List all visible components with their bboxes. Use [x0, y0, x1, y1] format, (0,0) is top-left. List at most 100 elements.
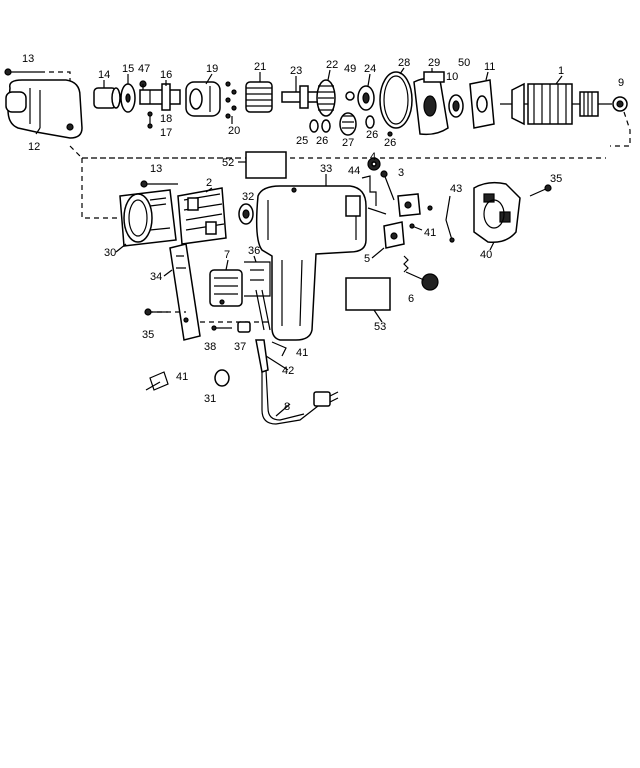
- callout-10: 10: [446, 71, 458, 83]
- callout-26b: 26: [366, 129, 378, 141]
- callout-6: 6: [408, 293, 414, 305]
- assembly-guide-lines: [69, 145, 606, 219]
- ball-bearings-icon: [225, 81, 237, 119]
- callout-12: 12: [28, 141, 40, 153]
- brush-holder-icon: [397, 193, 421, 217]
- callout-49: 49: [344, 63, 356, 75]
- nameplate-icon: [245, 151, 287, 179]
- callout-15: 15: [122, 63, 134, 75]
- callout-13a: 13: [22, 53, 34, 65]
- callout-20: 20: [228, 125, 240, 137]
- callout-32: 32: [242, 191, 254, 203]
- callout-41b: 41: [296, 347, 308, 359]
- callout-38: 38: [204, 341, 216, 353]
- callout-18: 18: [160, 113, 172, 125]
- callout-53: 53: [374, 321, 386, 333]
- field-coil-icon: [177, 187, 227, 245]
- spring-icon: [403, 255, 409, 273]
- handle-half-icon: [169, 243, 201, 341]
- knob-icon: [367, 157, 381, 171]
- callout-3: 3: [398, 167, 404, 179]
- callout-36: 36: [248, 245, 260, 257]
- callout-24: 24: [364, 63, 376, 75]
- front-housing-icon: [5, 79, 83, 139]
- bushing-icon: [309, 119, 319, 133]
- callout-50: 50: [458, 57, 470, 69]
- bearing-icon: [357, 85, 375, 111]
- callout-5: 5: [364, 253, 370, 265]
- callout-21: 21: [254, 61, 266, 73]
- clamp-set-icon: [145, 371, 169, 391]
- field-case-icon: [413, 71, 449, 136]
- callout-31: 31: [204, 393, 216, 405]
- washer-icon: [120, 83, 136, 113]
- callout-28: 28: [398, 57, 410, 69]
- callout-41a: 41: [424, 227, 436, 239]
- bearing-icon: [612, 96, 628, 112]
- callout-29: 29: [428, 57, 440, 69]
- switch-icon: [383, 221, 405, 249]
- callout-25: 25: [296, 135, 308, 147]
- plug-icon: [214, 369, 230, 387]
- bushing-icon: [93, 87, 121, 109]
- callout-13b: 13: [150, 163, 162, 175]
- gear-icon: [316, 79, 336, 117]
- callout-47: 47: [138, 63, 150, 75]
- lower-row-assembly: [144, 243, 391, 425]
- callout-22: 22: [326, 59, 338, 71]
- callout-33: 33: [320, 163, 332, 175]
- cord-clamp-icon: [271, 341, 287, 357]
- middle-row-assembly: [119, 151, 552, 341]
- callout-40: 40: [480, 249, 492, 261]
- motor-housing-icon: [255, 185, 367, 341]
- callout-14: 14: [98, 69, 110, 81]
- screw-icon: [4, 68, 40, 76]
- leader-lines: [103, 67, 563, 417]
- connector-icon: [237, 321, 251, 333]
- bushing-icon: [365, 115, 375, 129]
- rear-housing-icon: [473, 181, 521, 244]
- bracket-icon: [244, 261, 271, 297]
- callout-9: 9: [618, 77, 624, 89]
- bushing-icon: [321, 119, 331, 133]
- callout-43: 43: [450, 183, 462, 195]
- armature-icon: [500, 82, 612, 126]
- label-plate-icon: [345, 277, 391, 311]
- callout-19: 19: [206, 63, 218, 75]
- gear-case-icon: [185, 81, 221, 117]
- bushing-icon: [238, 203, 254, 225]
- callout-1: 1: [558, 65, 564, 77]
- washer-icon: [345, 91, 355, 101]
- callout-37: 37: [234, 341, 246, 353]
- callout-17: 17: [160, 127, 172, 139]
- trigger-switch-icon: [209, 269, 243, 307]
- callout-4: 4: [370, 151, 376, 163]
- callout-41c: 41: [176, 371, 188, 383]
- callout-27: 27: [342, 137, 354, 149]
- callout-44: 44: [348, 165, 360, 177]
- top-row-assembly: [4, 68, 631, 147]
- cord-icon: [255, 339, 339, 425]
- spring-icon: [361, 175, 387, 215]
- callout-23: 23: [290, 65, 302, 77]
- gear-icon: [339, 112, 357, 136]
- callout-30: 30: [104, 247, 116, 259]
- brush-cap-icon: [421, 273, 439, 291]
- baffle-plate-icon: [469, 79, 495, 129]
- spindle-icon: [139, 83, 181, 111]
- callout-2: 2: [206, 177, 212, 189]
- callout-52: 52: [222, 157, 234, 169]
- callout-35b: 35: [142, 329, 154, 341]
- callout-7: 7: [224, 249, 230, 261]
- callout-35a: 35: [550, 173, 562, 185]
- seal-ring-icon: [379, 71, 413, 129]
- callout-labels: 13 12 14 15 47 16 18 17 19 20 21 23 22 4…: [22, 53, 624, 413]
- callout-26c: 26: [384, 137, 396, 149]
- shaft-icon: [281, 85, 321, 109]
- callout-26a: 26: [316, 135, 328, 147]
- link-rod-icon: [445, 195, 453, 241]
- callout-11: 11: [484, 61, 495, 73]
- field-housing-icon: [119, 189, 177, 247]
- callout-34: 34: [150, 271, 162, 283]
